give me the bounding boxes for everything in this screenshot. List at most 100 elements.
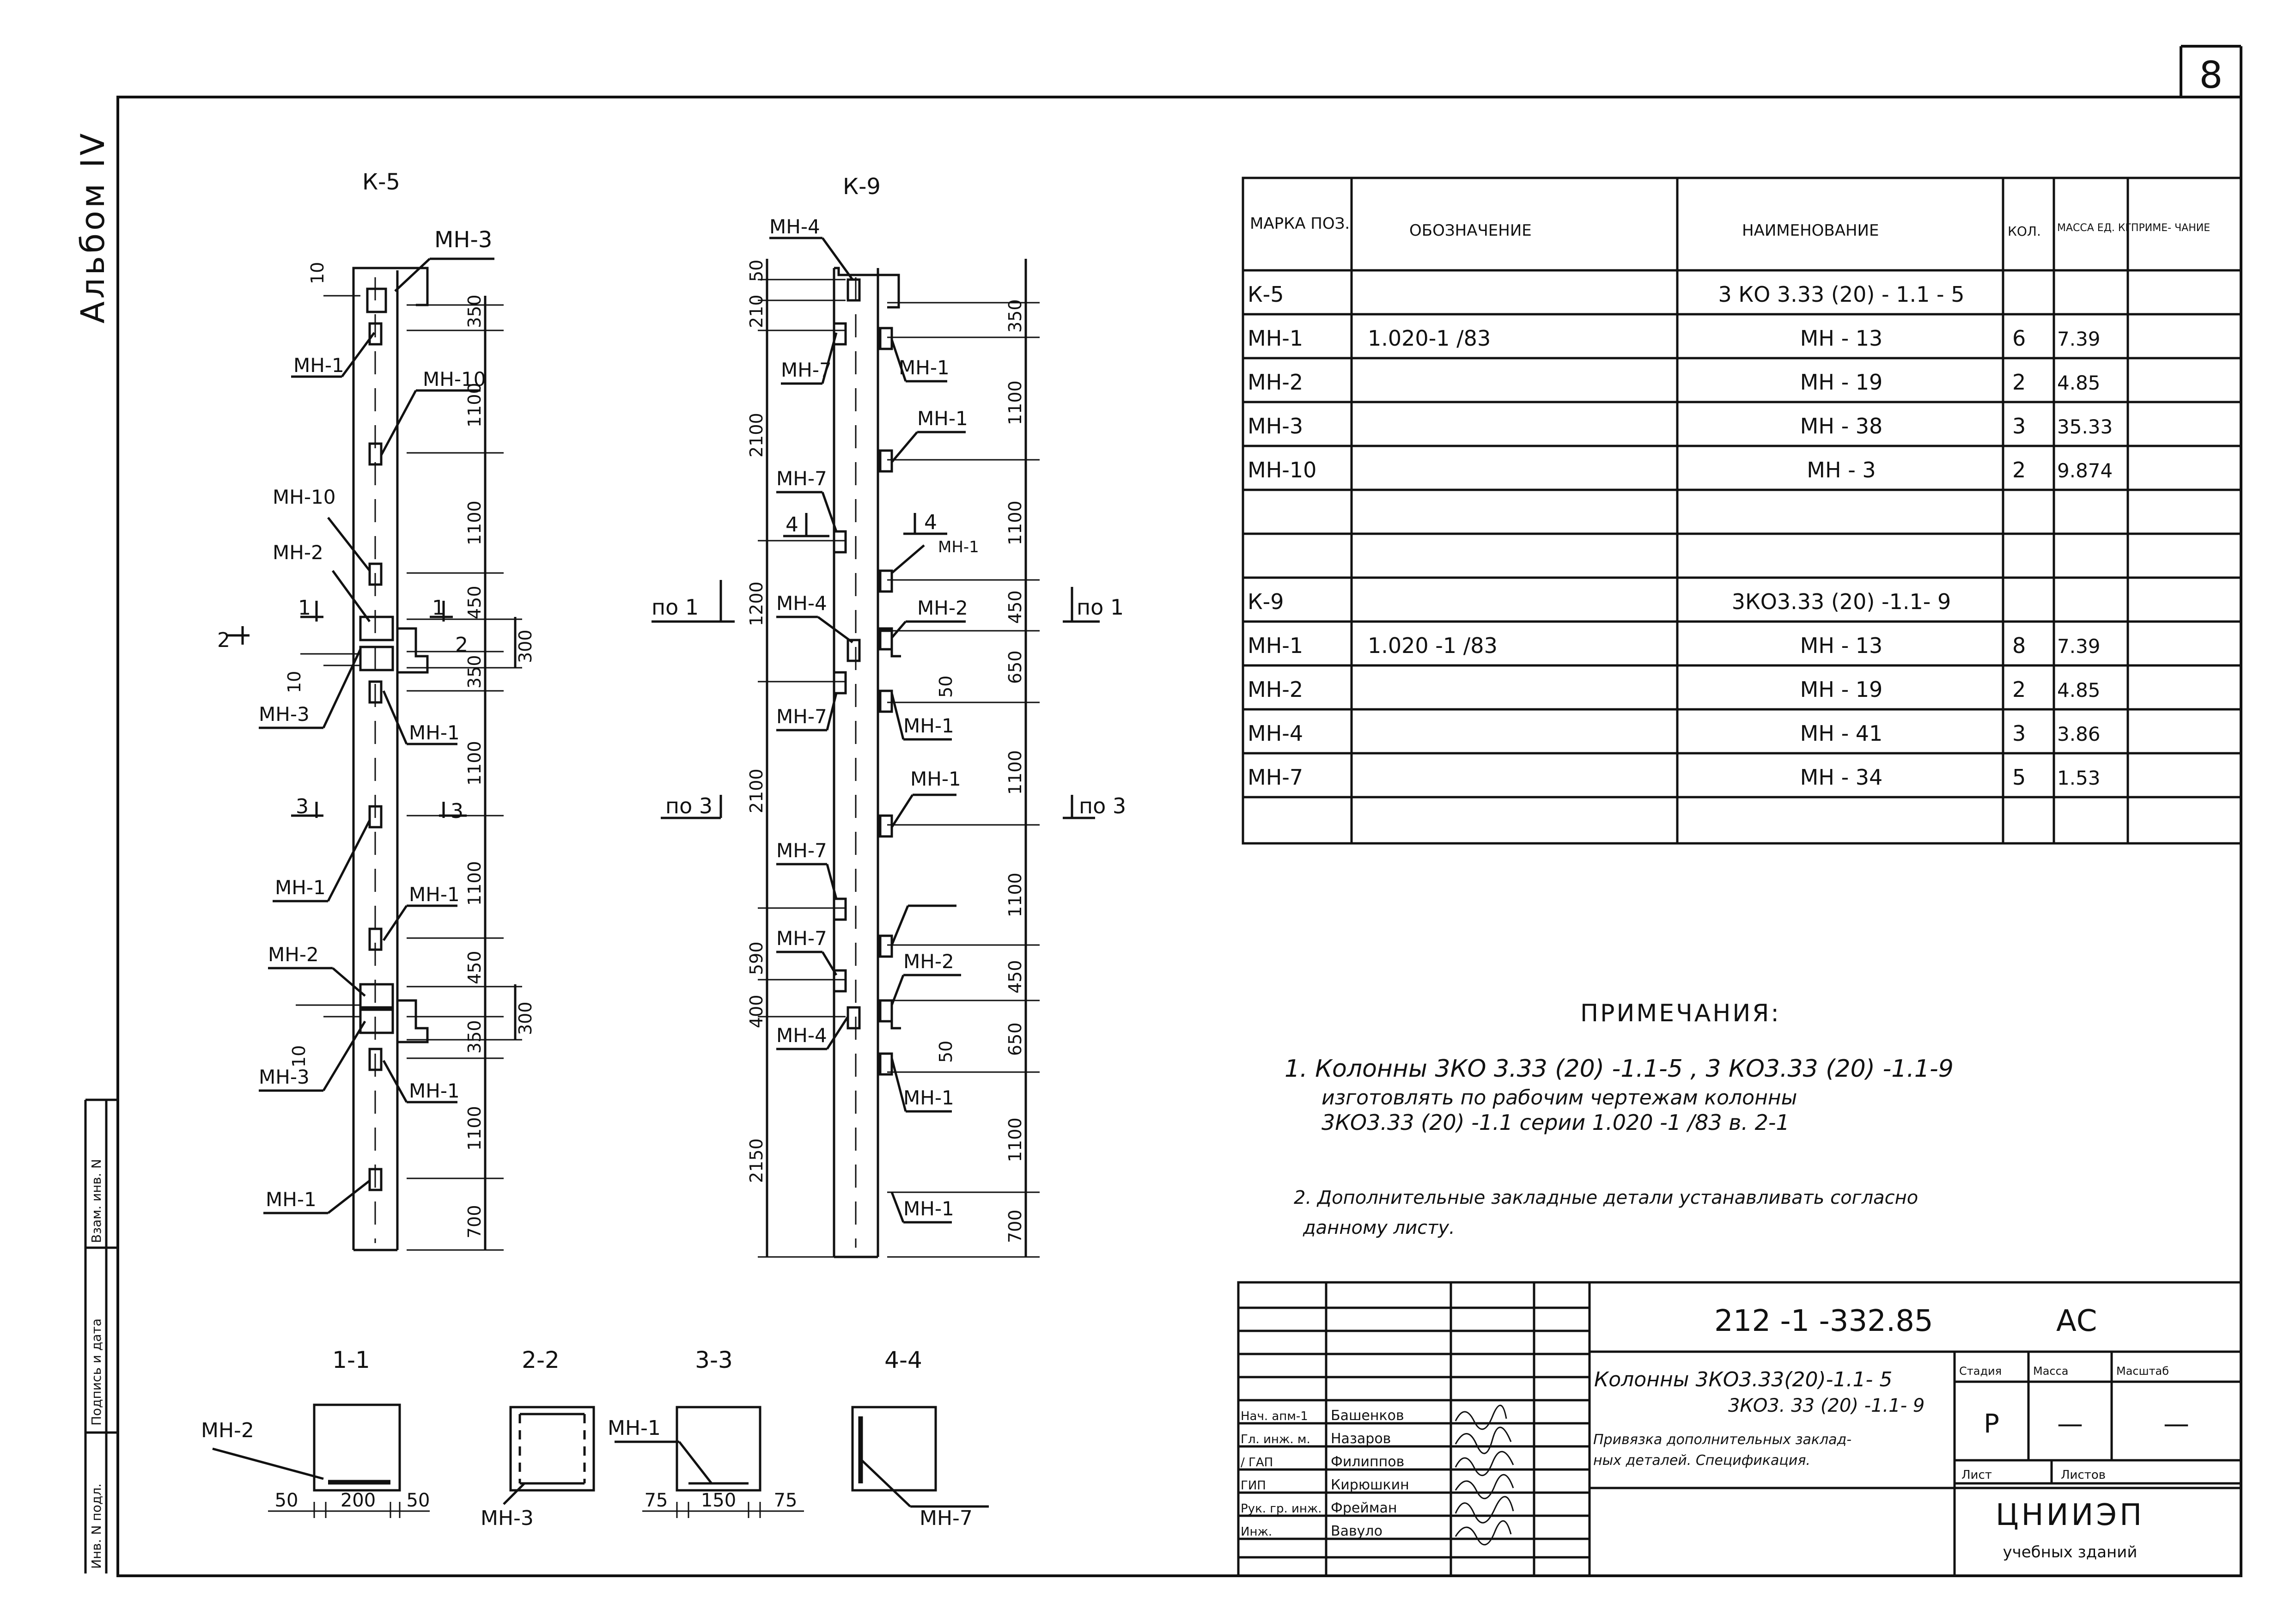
signatures [1455, 1404, 1514, 1546]
spec-cell: МН - 34 [1800, 765, 1883, 790]
k9-dim-right: 1100 [1005, 750, 1025, 795]
section-dim: 50 [275, 1490, 298, 1511]
k9-dim-right: 50 [936, 1041, 956, 1063]
staff-name: Фрейман [1331, 1500, 1397, 1516]
staff-name: Филиппов [1331, 1454, 1404, 1470]
spec-cell: МН-3 [1248, 414, 1303, 439]
section-labels: 1-1 2-2 3-3 4-4 МН-2 МН-3 МН-1 МН-7 50 2… [201, 1347, 973, 1530]
k9-dim-left: 210 [746, 294, 767, 328]
k5-dim: 1100 [464, 741, 485, 786]
k9-dim-texts: 50 210 2100 1200 2100 590 400 2150 350 1… [746, 260, 1025, 1243]
k5-cut-label: 1 [298, 596, 311, 620]
staff-role: / ГАП [1241, 1456, 1273, 1470]
k5-cut-label: 3 [451, 799, 463, 823]
side-stamp-sign: Подпись и дата [89, 1318, 104, 1426]
spec-cell: 2 [2012, 457, 2026, 482]
mass-value: — [2057, 1409, 2083, 1439]
k9-dim-right: 450 [1005, 590, 1025, 624]
stage-header: Стадия [1959, 1365, 2002, 1378]
staff-role: Рук. гр. инж. [1241, 1502, 1322, 1516]
k5-part-label: МН-2 [268, 943, 319, 966]
notes: ПРИМЕЧАНИЯ: 1. Колонны 3КО 3.33 (20) -1.… [1285, 1000, 1954, 1238]
sections [212, 1403, 989, 1518]
k9-dim-right: 50 [936, 676, 956, 698]
k5-dim: 350 [464, 294, 485, 328]
scale-value: — [2163, 1409, 2189, 1439]
spec-header: ПРИМЕ- ЧАНИЕ [2131, 222, 2210, 234]
spec-cell: 3.86 [2057, 723, 2101, 745]
section-title: 4-4 [884, 1347, 922, 1373]
notes-title: ПРИМЕЧАНИЯ: [1580, 1000, 1781, 1027]
k9-part-label: МН-7 [776, 467, 827, 490]
k9-cut-label: по 1 [652, 595, 699, 620]
doc-desc-line3: Привязка дополнительных заклад- [1593, 1432, 1851, 1448]
org-subname: учебных зданий [2003, 1543, 2138, 1561]
sheet-frame [116, 45, 2242, 1577]
side-stamp [84, 1098, 118, 1573]
section-dim: 75 [774, 1490, 798, 1511]
spec-cell: МН - 19 [1800, 677, 1883, 702]
k9-part-label: МН-2 [917, 597, 968, 619]
k5-dim: 350 [464, 655, 485, 689]
spec-cell: 35.33 [2057, 415, 2113, 438]
k5-small-dim: 10 [284, 671, 305, 693]
spec-cell: 7.39 [2057, 328, 2101, 350]
spec-cell: 3 [2012, 414, 2026, 439]
spec-cell: МН - 13 [1800, 326, 1883, 351]
doc-code: 212 -1 -332.85 [1714, 1304, 1933, 1338]
org-name: ЦНИИЭП [1996, 1498, 2144, 1532]
k9-part-label: МН-4 [776, 592, 827, 615]
k9-part-label: МН-1 [938, 538, 979, 556]
k5-dim: 450 [464, 951, 485, 984]
k9-dim-left: 400 [746, 994, 767, 1028]
spec-cell: 4.85 [2057, 372, 2101, 394]
k5-dim: 1100 [464, 1106, 485, 1151]
spec-header: МАРКА ПОЗ. [1250, 214, 1350, 233]
k5-dim: 700 [464, 1205, 485, 1238]
column-k5 [226, 257, 522, 1251]
k9-cut-label: по 3 [1079, 793, 1126, 818]
spec-cell: МН - 41 [1800, 721, 1883, 746]
k9-part-label: МН-1 [917, 407, 968, 430]
spec-cell: К-9 [1248, 589, 1284, 614]
k5-title: К-5 [362, 169, 400, 195]
stage-value: Р [1984, 1409, 1999, 1439]
doc-mark: АС [2056, 1304, 2097, 1338]
spec-cell: 3 [2012, 721, 2026, 746]
spec-header: НАИМЕНОВАНИЕ [1742, 221, 1879, 240]
section-title: 1-1 [332, 1347, 370, 1373]
note-1-line1: 1. Колонны 3КО 3.33 (20) -1.1-5 , 3 КО3.… [1285, 1055, 1954, 1083]
spec-cell: МН-1 [1248, 326, 1303, 351]
sheet-number: 8 [2199, 54, 2223, 97]
spec-cell: МН-10 [1248, 457, 1316, 482]
mass-header: Масса [2033, 1365, 2069, 1378]
side-stamp-replace: Взам. инв. N [89, 1159, 104, 1243]
k9-cut-label: 4 [924, 511, 937, 534]
k9-dim-right: 650 [1005, 1022, 1025, 1056]
spec-cell: МН - 3 [1807, 457, 1876, 482]
side-stamp-inv: Инв. N подл. [89, 1483, 104, 1569]
spec-cell: 1.020 -1 /83 [1368, 633, 1498, 658]
k5-part-label: МН-1 [293, 354, 344, 377]
sheets-header: Листов [2061, 1468, 2106, 1482]
spec-cell: 5 [2012, 765, 2026, 790]
spec-cell: 8 [2012, 633, 2026, 658]
spec-cell: МН - 13 [1800, 633, 1883, 658]
k5-dim-outer: 300 [515, 629, 536, 663]
note-1-line3: 3КО3.33 (20) -1.1 серии 1.020 -1 /83 в. … [1322, 1110, 1790, 1135]
note-2-line1: 2. Дополнительные закладные детали устан… [1294, 1187, 1918, 1208]
staff-name: Башенков [1331, 1408, 1404, 1424]
k9-part-label: МН-1 [903, 1197, 954, 1220]
k9-dim-left: 2100 [746, 768, 767, 813]
k9-part-label: МН-2 [903, 950, 954, 973]
k5-dim: 1100 [464, 500, 485, 545]
k9-part-label: МН-4 [776, 1024, 827, 1047]
spec-cell: МН-7 [1248, 765, 1303, 790]
section-dim: 200 [341, 1490, 376, 1511]
spec-cell: 2 [2012, 370, 2026, 395]
k9-dim-left: 2100 [746, 413, 767, 457]
k5-dim: 1100 [464, 861, 485, 906]
k9-cut-label: 4 [786, 513, 798, 537]
column-k9 [652, 237, 1100, 1258]
